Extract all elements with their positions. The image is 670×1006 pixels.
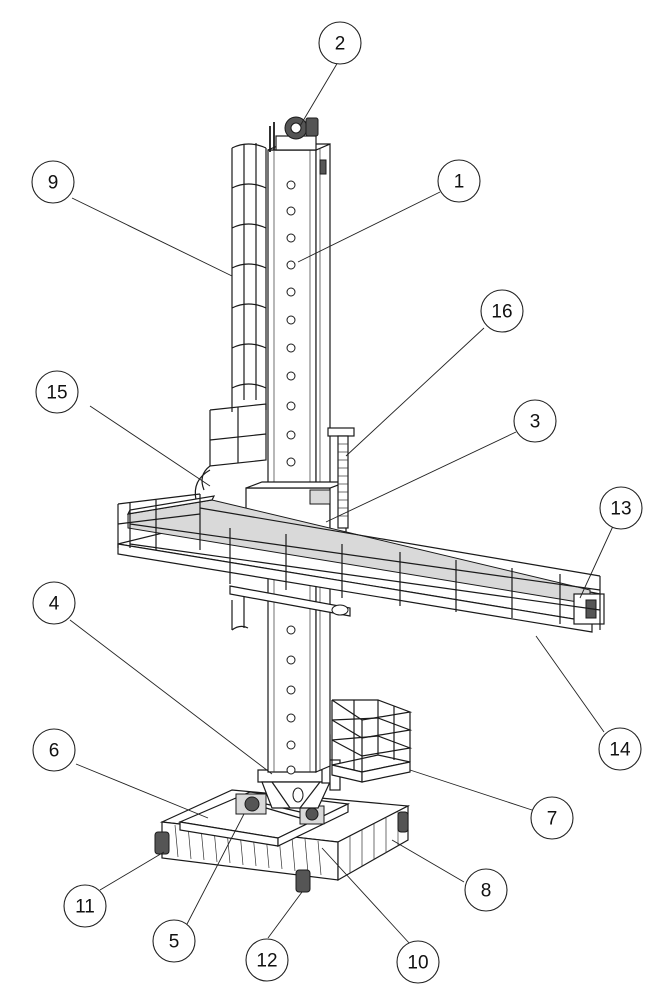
vertical-guide-rack bbox=[327, 427, 355, 529]
callout-2: 2 bbox=[318, 21, 362, 65]
callout-11-label: 11 bbox=[75, 897, 95, 918]
callout-13: 13 bbox=[599, 486, 643, 530]
callout-8: 8 bbox=[464, 868, 508, 912]
wheel-right bbox=[397, 811, 409, 833]
callout-6: 6 bbox=[32, 728, 76, 772]
callout-3-label: 3 bbox=[530, 412, 541, 433]
callout-14-label: 14 bbox=[609, 740, 631, 761]
callout-12: 12 bbox=[245, 938, 289, 982]
callout-9: 9 bbox=[31, 160, 75, 204]
boom-access-platform bbox=[194, 403, 267, 501]
callout-1: 1 bbox=[437, 159, 481, 203]
callout-15: 15 bbox=[35, 370, 79, 414]
callout-4-label: 4 bbox=[49, 594, 60, 615]
callout-10-label: 10 bbox=[407, 953, 428, 974]
callout-16: 16 bbox=[480, 289, 524, 333]
callout-8-label: 8 bbox=[481, 881, 492, 902]
callout-7-label: 7 bbox=[547, 809, 558, 830]
callout-5-label: 5 bbox=[169, 932, 180, 953]
callout-9-label: 9 bbox=[48, 173, 59, 194]
boom bbox=[117, 493, 605, 633]
wheel-left bbox=[154, 831, 170, 855]
callout-10: 10 bbox=[396, 940, 440, 984]
callout-11: 11 bbox=[63, 884, 107, 928]
callout-7: 7 bbox=[530, 796, 574, 840]
leader-lines bbox=[69, 61, 615, 945]
callout-16-label: 16 bbox=[491, 302, 512, 323]
ladder-cage bbox=[231, 143, 267, 631]
callout-2-label: 2 bbox=[335, 34, 346, 55]
callout-3: 3 bbox=[513, 399, 557, 443]
callout-13-label: 13 bbox=[610, 499, 631, 520]
wheel-front bbox=[295, 869, 311, 893]
top-drive-motor bbox=[269, 116, 319, 152]
callout-14: 14 bbox=[598, 727, 642, 771]
callout-12-label: 12 bbox=[256, 951, 277, 972]
column-holes bbox=[286, 180, 296, 775]
callout-15-label: 15 bbox=[46, 383, 67, 404]
callout-1-label: 1 bbox=[454, 172, 465, 193]
operator-platform bbox=[331, 699, 413, 783]
callout-5: 5 bbox=[152, 919, 196, 963]
callout-6-label: 6 bbox=[49, 741, 60, 762]
walkway-railing bbox=[117, 493, 601, 630]
column bbox=[267, 143, 331, 775]
callout-4: 4 bbox=[32, 581, 76, 625]
